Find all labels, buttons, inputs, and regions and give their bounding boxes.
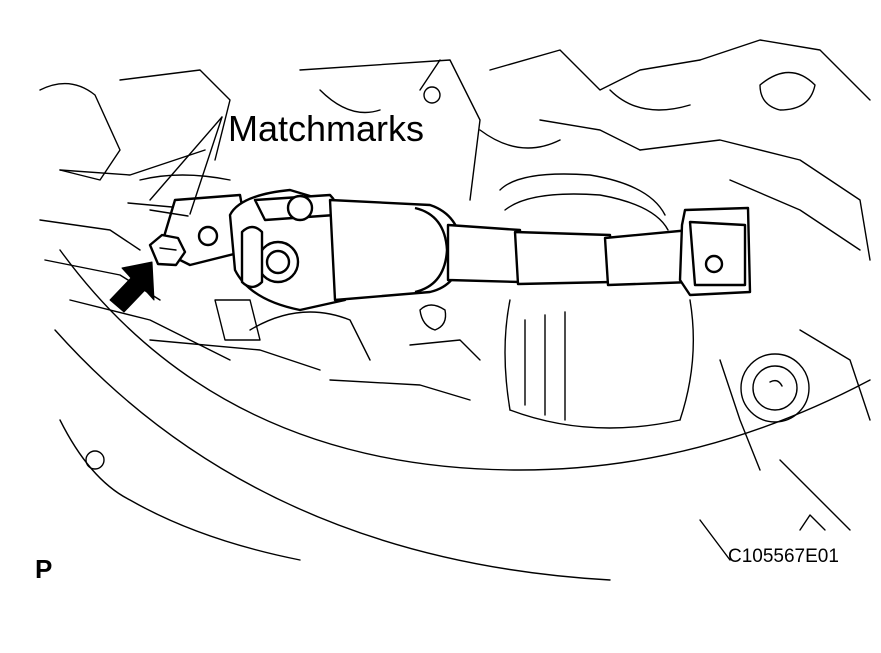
matchmarks-label: Matchmarks (228, 108, 424, 149)
background-linework (39, 39, 871, 581)
view-code: P (35, 554, 52, 584)
intermediate-shaft (158, 188, 752, 312)
yoke-bolt (148, 233, 187, 267)
figure-id: C105567E01 (728, 546, 839, 567)
matchmark-leader-lines (127, 116, 223, 217)
arrow-icon (109, 261, 155, 313)
